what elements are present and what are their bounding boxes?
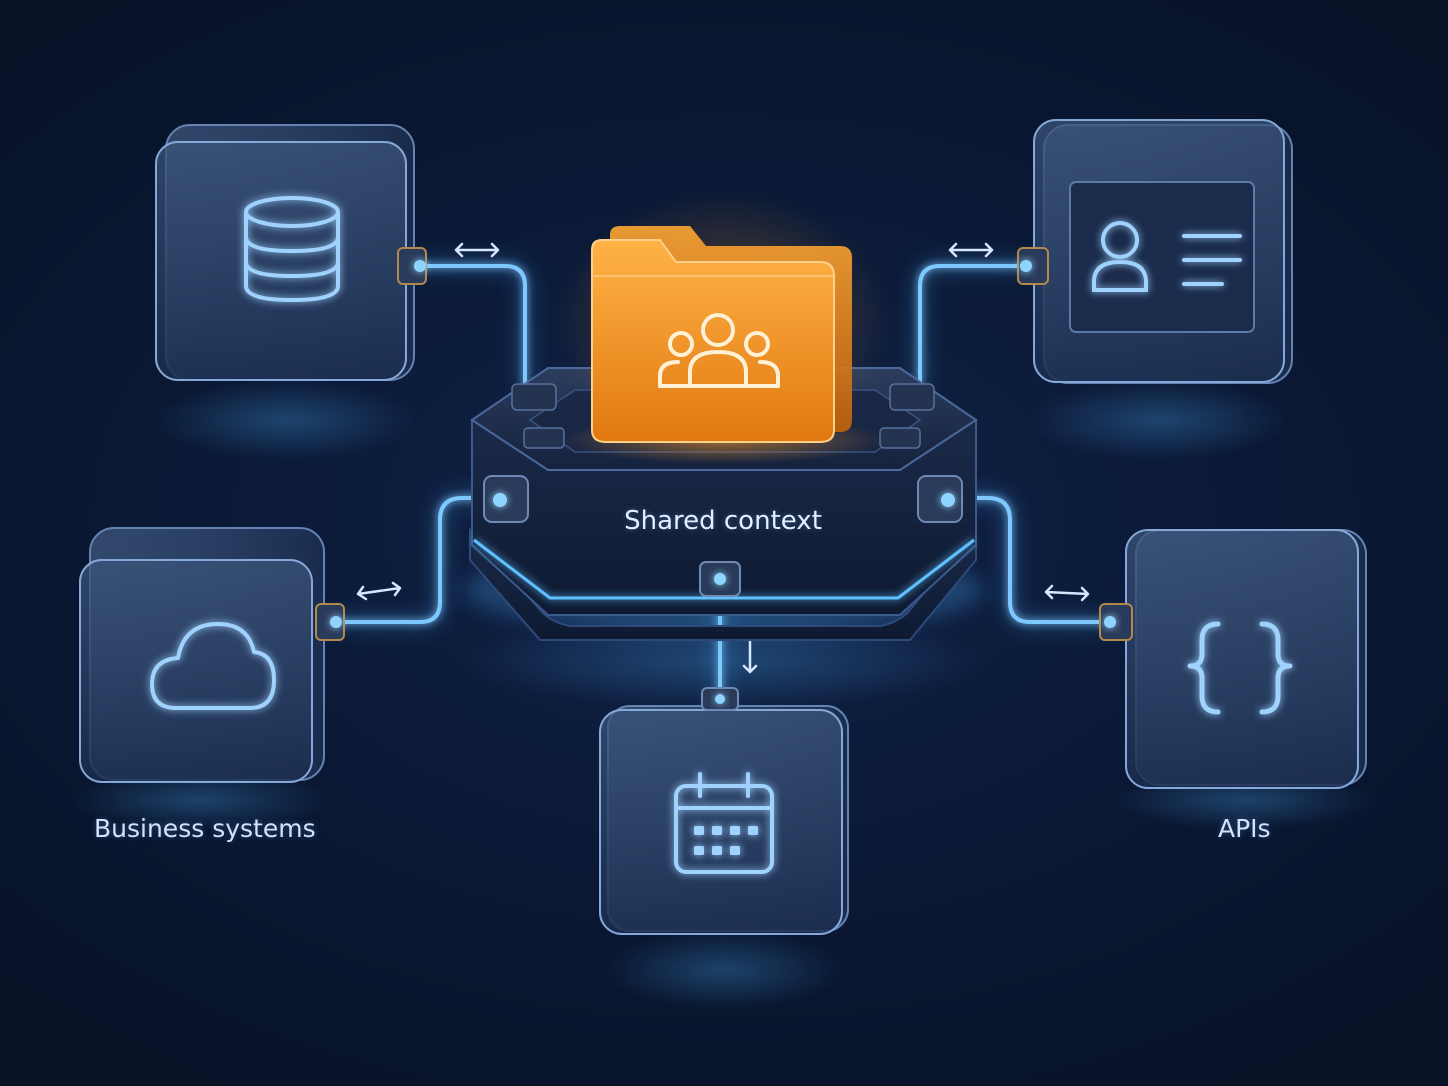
cloud-icon — [150, 622, 276, 710]
node-label-business-systems: Business systems — [94, 814, 316, 843]
hub-label: Shared context — [624, 506, 822, 536]
node-user-profile — [1017, 119, 1293, 384]
node-cloud — [79, 527, 345, 783]
calendar-icon — [674, 772, 774, 874]
node-database — [155, 124, 427, 381]
arrow-cloud — [356, 581, 402, 601]
connector-lines — [325, 261, 1123, 705]
database-icon — [244, 196, 340, 303]
arrow-database — [454, 242, 500, 258]
arrow-apis — [1044, 584, 1090, 602]
code-braces-icon — [1187, 621, 1293, 715]
node-label-apis: APIs — [1218, 814, 1271, 843]
node-calendar — [599, 687, 849, 935]
shared-folder-users-icon — [554, 190, 894, 450]
node-apis — [1099, 529, 1367, 789]
user-profile-card-icon — [1069, 181, 1255, 333]
arrow-user-profile — [948, 242, 994, 258]
